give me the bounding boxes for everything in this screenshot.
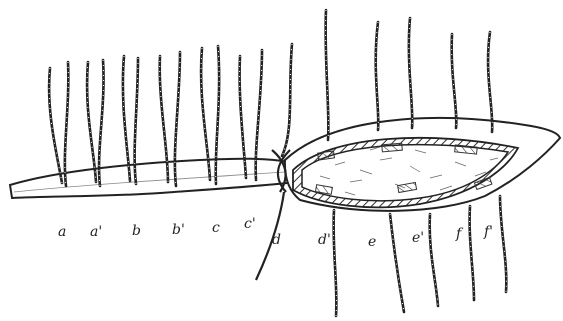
label-b: b: [132, 223, 141, 239]
label-c: c: [212, 220, 220, 236]
label-f-prime: f': [483, 224, 493, 240]
label-f: f: [455, 226, 464, 242]
label-a: a: [58, 224, 66, 240]
label-a-prime: a': [90, 224, 102, 240]
label-e: e: [368, 234, 376, 250]
suture-labels: a a' b b' c c' d d' e e' f f': [58, 216, 493, 250]
label-e-prime: e': [412, 230, 424, 246]
thread-texture-right-bottom: [334, 196, 507, 316]
suture-threads-right-bottom: [334, 196, 507, 316]
label-c-prime: c': [244, 216, 256, 232]
label-b-prime: b': [172, 222, 185, 238]
label-d: d: [272, 232, 281, 248]
left-tissue-flap: [10, 159, 295, 198]
label-d-prime: d': [318, 232, 331, 248]
